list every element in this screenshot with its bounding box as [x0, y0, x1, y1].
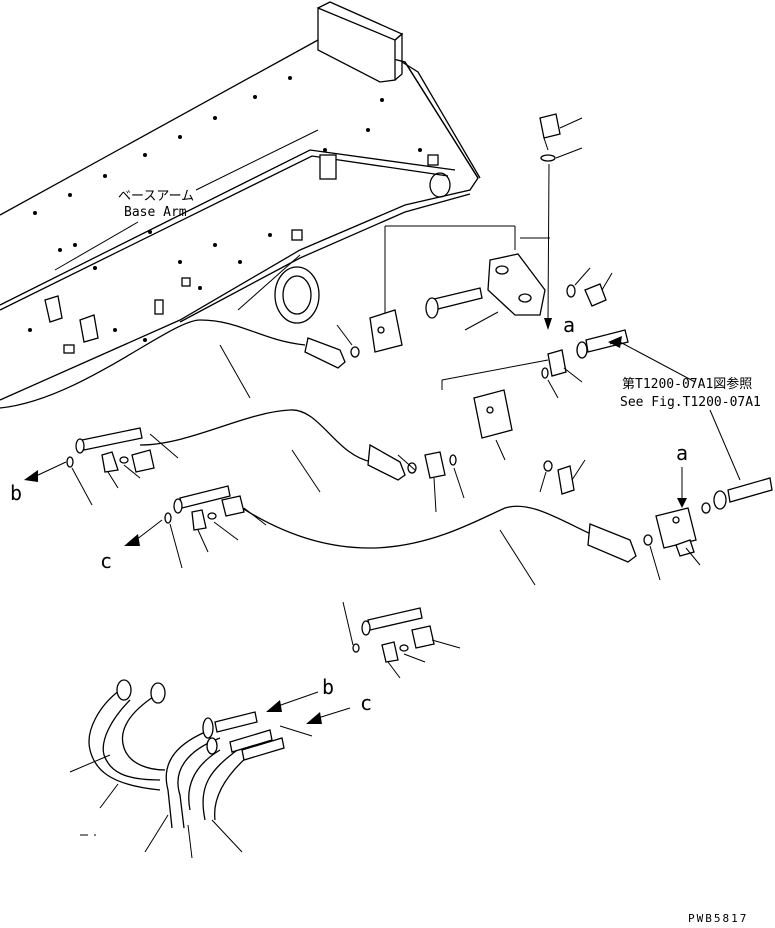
base-arm-label-en: Base Arm — [124, 205, 187, 220]
ref-note-jp: 第T1200-07A1図参照 — [622, 376, 752, 392]
ref-letter-b-left: b — [10, 481, 22, 505]
ref-letter-c-lower: c — [360, 691, 372, 715]
block-2: a — [655, 441, 773, 566]
ref-note-en: See Fig.T1200-07A1 — [620, 395, 761, 410]
mounting-bracket — [384, 225, 613, 331]
c-fitting-parts: c — [100, 495, 267, 573]
lower-refs: b c — [266, 675, 372, 737]
base-arm-label: ベースアーム Base Arm — [54, 129, 319, 271]
ref-letter-a-right: a — [676, 441, 688, 465]
block-1 — [441, 329, 696, 495]
lower-pipes — [69, 679, 285, 859]
ref-letter-a-top: a — [563, 313, 575, 337]
arm-bracket — [319, 154, 337, 180]
hose-2 — [75, 409, 465, 513]
ref-letter-b-lower: b — [322, 675, 334, 699]
upper-fitting — [237, 254, 483, 369]
bolt-top: a — [539, 113, 583, 337]
arm-holes — [28, 76, 422, 342]
ref-letter-c-left: c — [100, 549, 112, 573]
b-fitting-parts: b — [10, 449, 155, 506]
base-arm-label-jp: ベースアーム — [118, 189, 194, 204]
hose-1 — [0, 319, 306, 409]
hose-3 — [173, 485, 661, 586]
base-arm — [0, 1, 481, 401]
drawing-code: PWB5817 — [688, 912, 748, 925]
lower-fitting-parts — [342, 601, 461, 679]
